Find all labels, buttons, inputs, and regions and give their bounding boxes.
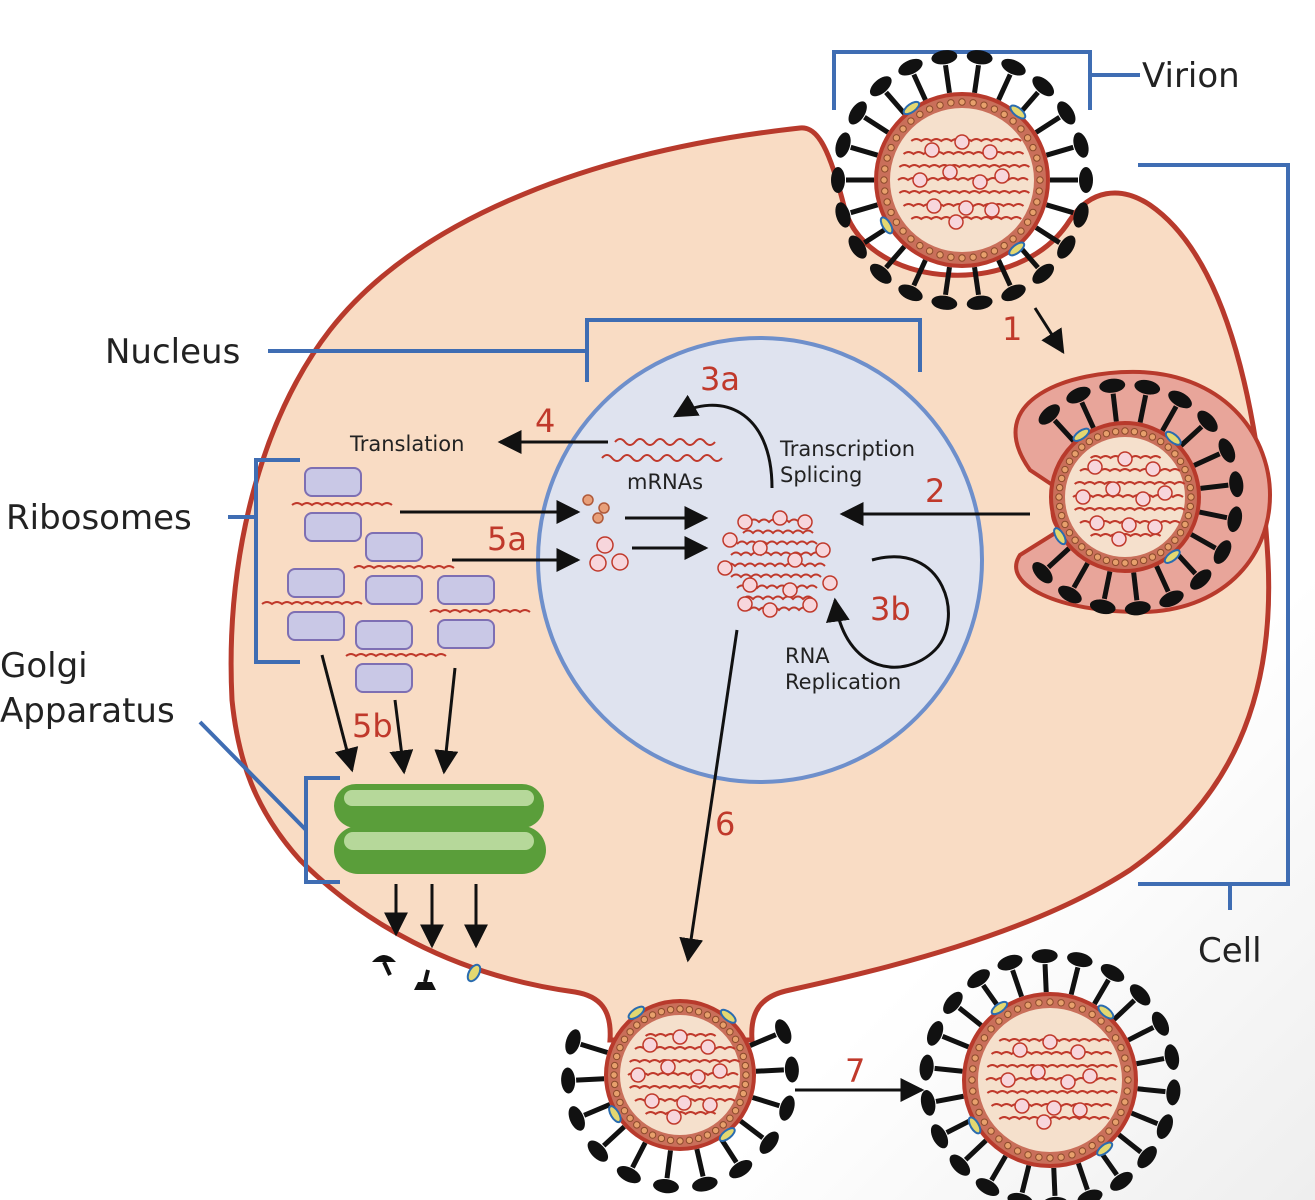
nucleus-bracket <box>268 318 922 382</box>
arrow-3a <box>672 394 774 489</box>
ribosome-subunit <box>437 575 495 605</box>
golgi-label-line2: Apparatus <box>0 691 175 731</box>
step-3a: 3a <box>700 360 740 398</box>
capsid-protein <box>582 494 594 506</box>
virion <box>561 999 799 1194</box>
ribosome-subunit <box>287 568 345 598</box>
step-5b: 5b <box>352 707 393 745</box>
replication-label: Replication <box>785 670 901 694</box>
rna-label: RNA <box>785 644 830 668</box>
capsid-protein <box>592 512 604 524</box>
splicing-label: Splicing <box>780 463 862 487</box>
virion <box>1032 378 1244 616</box>
virion-label: Virion <box>1142 56 1240 96</box>
golgi-label-line1: Golgi <box>0 646 88 686</box>
ribosome-subunit <box>355 620 413 650</box>
ribosomes-label: Ribosomes <box>6 498 192 538</box>
virion <box>919 949 1181 1200</box>
translation-label: Translation <box>349 432 464 456</box>
arrow-5b-left <box>320 654 359 773</box>
nuclear-rna-cluster <box>717 510 838 618</box>
cell-bracket <box>1138 163 1290 910</box>
ribosome-subunit <box>304 512 362 542</box>
step-5a: 5a <box>487 520 527 558</box>
virion-particles <box>561 50 1273 1200</box>
step-1: 1 <box>1002 310 1022 348</box>
capsid-protein <box>598 502 610 514</box>
ribosome-subunit <box>365 532 423 562</box>
ribosome-cluster <box>261 467 531 693</box>
step-4: 4 <box>535 402 555 440</box>
mrna-strands <box>601 438 723 462</box>
arrow-3b <box>825 555 950 669</box>
arrow-5b-right <box>434 667 459 775</box>
ribosome-subunit <box>304 467 362 497</box>
ribosome-subunit <box>287 611 345 641</box>
capsid-protein-particles <box>582 494 629 572</box>
cell-label: Cell <box>1198 931 1262 971</box>
step-7: 7 <box>845 1052 865 1090</box>
nucleus-label: Nucleus <box>105 332 240 372</box>
arrow-6 <box>679 629 739 963</box>
mrnas-label: mRNAs <box>627 470 703 494</box>
step-2: 2 <box>925 472 945 510</box>
arrow-5b-mid <box>389 699 414 775</box>
arrow-1 <box>1033 307 1065 355</box>
step-3b: 3b <box>870 590 911 628</box>
ribosomes-bracket <box>228 458 300 664</box>
membrane-spike-proteins <box>372 955 482 990</box>
ribosome-subunit <box>437 619 495 649</box>
virion <box>831 50 1093 310</box>
golgi-bracket <box>198 720 340 884</box>
ribosome-subunit <box>355 663 413 693</box>
transcription-label: Transcription <box>779 437 915 461</box>
golgi-apparatus <box>334 784 546 874</box>
ribosome-subunit <box>365 575 423 605</box>
virion-bracket <box>832 50 1140 110</box>
flow-arrows <box>320 307 1065 1102</box>
step-6: 6 <box>715 805 735 843</box>
